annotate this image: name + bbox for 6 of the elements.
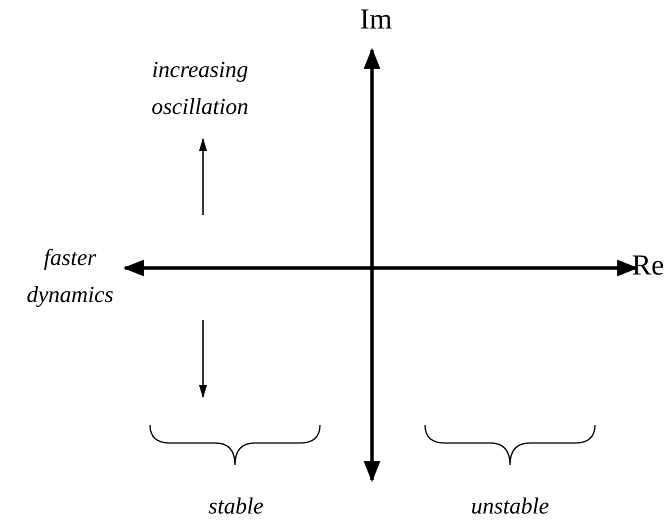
annotation-text: increasing oscillation: [150, 56, 250, 121]
region-label: stable: [208, 492, 264, 520]
axis-label: Im: [360, 2, 392, 38]
axis-label: Re: [632, 248, 664, 284]
region-label: unstable: [471, 492, 549, 520]
annotation-text: faster dynamics: [26, 244, 114, 309]
